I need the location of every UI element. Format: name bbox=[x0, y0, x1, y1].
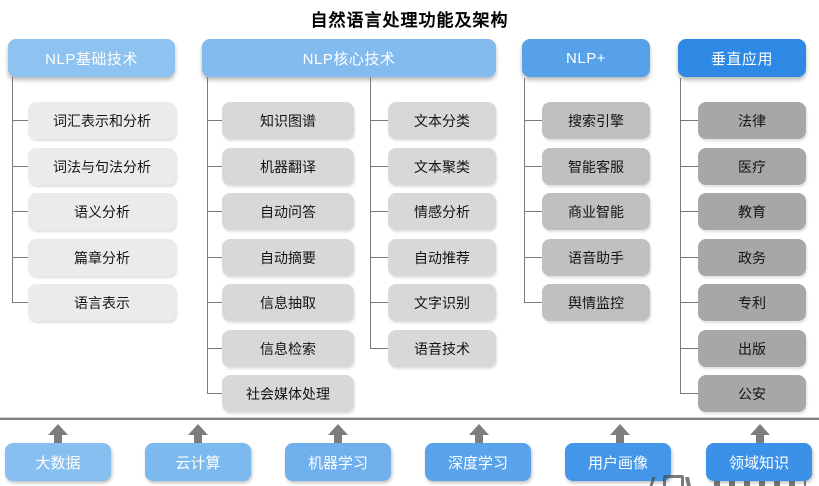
foundation-domain-knowledge: 领域知识 bbox=[706, 443, 812, 481]
header-vertical-apps: 垂直应用 bbox=[678, 39, 806, 77]
node-information-extraction: 信息抽取 bbox=[222, 284, 354, 321]
foundation-machine-learning: 机器学习 bbox=[285, 443, 391, 481]
foundation-user-profile: 用户画像 bbox=[565, 443, 671, 481]
node-auto-qa: 自动问答 bbox=[222, 193, 354, 230]
connector-line bbox=[370, 302, 388, 303]
connector-line bbox=[207, 257, 222, 258]
node-patent: 专利 bbox=[698, 284, 806, 321]
foundation-big-data: 大数据 bbox=[5, 443, 111, 481]
connector-line bbox=[370, 257, 388, 258]
connector-line bbox=[12, 166, 28, 167]
node-discourse-analysis: 篇章分析 bbox=[28, 239, 176, 276]
watermark-fragment bbox=[663, 475, 684, 486]
node-text-clustering: 文本聚类 bbox=[388, 148, 496, 185]
connector-line bbox=[12, 77, 13, 303]
node-opinion-monitoring: 舆情监控 bbox=[542, 284, 650, 321]
connector-line bbox=[680, 257, 698, 258]
node-auto-summarization: 自动摘要 bbox=[222, 239, 354, 276]
connector-line bbox=[524, 78, 525, 303]
node-voice-assistant: 语音助手 bbox=[542, 239, 650, 276]
connector-line bbox=[680, 166, 698, 167]
connector-line bbox=[207, 302, 222, 303]
up-arrow-icon bbox=[610, 424, 630, 444]
up-arrow-icon bbox=[188, 424, 208, 444]
connector-line bbox=[680, 348, 698, 349]
connector-line bbox=[207, 166, 222, 167]
connector-line bbox=[207, 348, 222, 349]
node-medical: 医疗 bbox=[698, 148, 806, 185]
foundation-cloud-computing: 云计算 bbox=[145, 443, 251, 481]
connector-line bbox=[370, 120, 388, 121]
node-morph-syntax-analysis: 词法与句法分析 bbox=[28, 148, 176, 185]
node-speech-technology: 语音技术 bbox=[388, 330, 496, 367]
node-knowledge-graph: 知识图谱 bbox=[222, 102, 354, 139]
node-ocr: 文字识别 bbox=[388, 284, 496, 321]
connector-line bbox=[680, 78, 681, 394]
node-publishing: 出版 bbox=[698, 330, 806, 367]
node-information-retrieval: 信息检索 bbox=[222, 330, 354, 367]
connector-line bbox=[680, 120, 698, 121]
node-lexical-representation: 词汇表示和分析 bbox=[28, 102, 176, 139]
connector-line bbox=[524, 302, 542, 303]
watermark-fragment bbox=[649, 477, 661, 486]
connector-line bbox=[207, 211, 222, 212]
node-smart-customer-service: 智能客服 bbox=[542, 148, 650, 185]
connector-line bbox=[207, 120, 222, 121]
connector-line bbox=[524, 257, 542, 258]
node-legal: 法律 bbox=[698, 102, 806, 139]
node-search-engine: 搜索引擎 bbox=[542, 102, 650, 139]
connector-line bbox=[12, 211, 28, 212]
node-semantic-analysis: 语义分析 bbox=[28, 193, 176, 230]
connector-line bbox=[680, 211, 698, 212]
header-nlp-core-tech: NLP核心技术 bbox=[202, 39, 496, 77]
node-education: 教育 bbox=[698, 193, 806, 230]
connector-line bbox=[12, 302, 28, 303]
connector-line bbox=[370, 166, 388, 167]
up-arrow-icon bbox=[750, 424, 770, 444]
node-language-representation: 语言表示 bbox=[28, 284, 176, 321]
node-text-classification: 文本分类 bbox=[388, 102, 496, 139]
foundation-deep-learning: 深度学习 bbox=[425, 443, 531, 481]
header-nlp-plus: NLP+ bbox=[522, 39, 650, 77]
node-government: 政务 bbox=[698, 239, 806, 276]
node-social-media-processing: 社会媒体处理 bbox=[222, 375, 354, 412]
connector-line bbox=[524, 166, 542, 167]
node-auto-recommendation: 自动推荐 bbox=[388, 239, 496, 276]
node-public-security: 公安 bbox=[698, 375, 806, 412]
header-nlp-basic-tech: NLP基础技术 bbox=[8, 39, 175, 77]
connector-line bbox=[207, 77, 208, 394]
up-arrow-icon bbox=[328, 424, 348, 444]
connector-line bbox=[370, 348, 388, 349]
foundation-separator-line bbox=[0, 417, 819, 420]
node-sentiment-analysis: 情感分析 bbox=[388, 193, 496, 230]
connector-line bbox=[680, 393, 698, 394]
connector-line bbox=[524, 211, 542, 212]
watermark-fragment bbox=[685, 477, 691, 486]
connector-line bbox=[370, 211, 388, 212]
connector-line bbox=[12, 257, 28, 258]
up-arrow-icon bbox=[48, 424, 68, 444]
connector-line bbox=[370, 77, 371, 348]
node-machine-translation: 机器翻译 bbox=[222, 148, 354, 185]
diagram-title: 自然语言处理功能及架构 bbox=[310, 11, 509, 30]
up-arrow-icon bbox=[469, 424, 489, 444]
node-business-intelligence: 商业智能 bbox=[542, 193, 650, 230]
connector-line bbox=[207, 393, 222, 394]
connector-line bbox=[12, 120, 28, 121]
watermark-fragment bbox=[714, 481, 806, 486]
connector-line bbox=[524, 120, 542, 121]
connector-line bbox=[680, 302, 698, 303]
